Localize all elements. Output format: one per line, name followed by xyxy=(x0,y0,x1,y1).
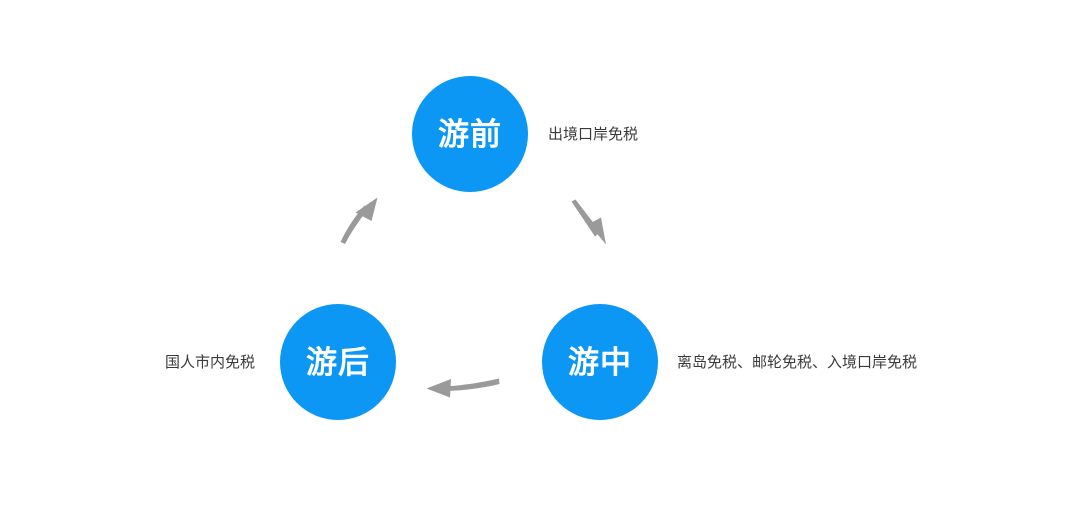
caption-during-travel: 离岛免税、邮轮免税、入境口岸免税 xyxy=(677,354,918,371)
arrow-after-to-before xyxy=(340,197,378,244)
node-during-travel[interactable]: 游中 xyxy=(542,304,658,420)
node-before-travel-label: 游前 xyxy=(438,116,502,152)
node-after-travel[interactable]: 游后 xyxy=(280,304,396,420)
caption-before-travel: 出境口岸免税 xyxy=(548,126,639,143)
arrow-during-to-after xyxy=(426,378,500,398)
node-after-travel-label: 游后 xyxy=(306,344,370,380)
node-before-travel[interactable]: 游前 xyxy=(412,76,528,192)
caption-after-travel: 国人市内免税 xyxy=(164,354,255,371)
arrow-before-to-during xyxy=(571,199,606,245)
node-during-travel-label: 游中 xyxy=(568,344,632,380)
